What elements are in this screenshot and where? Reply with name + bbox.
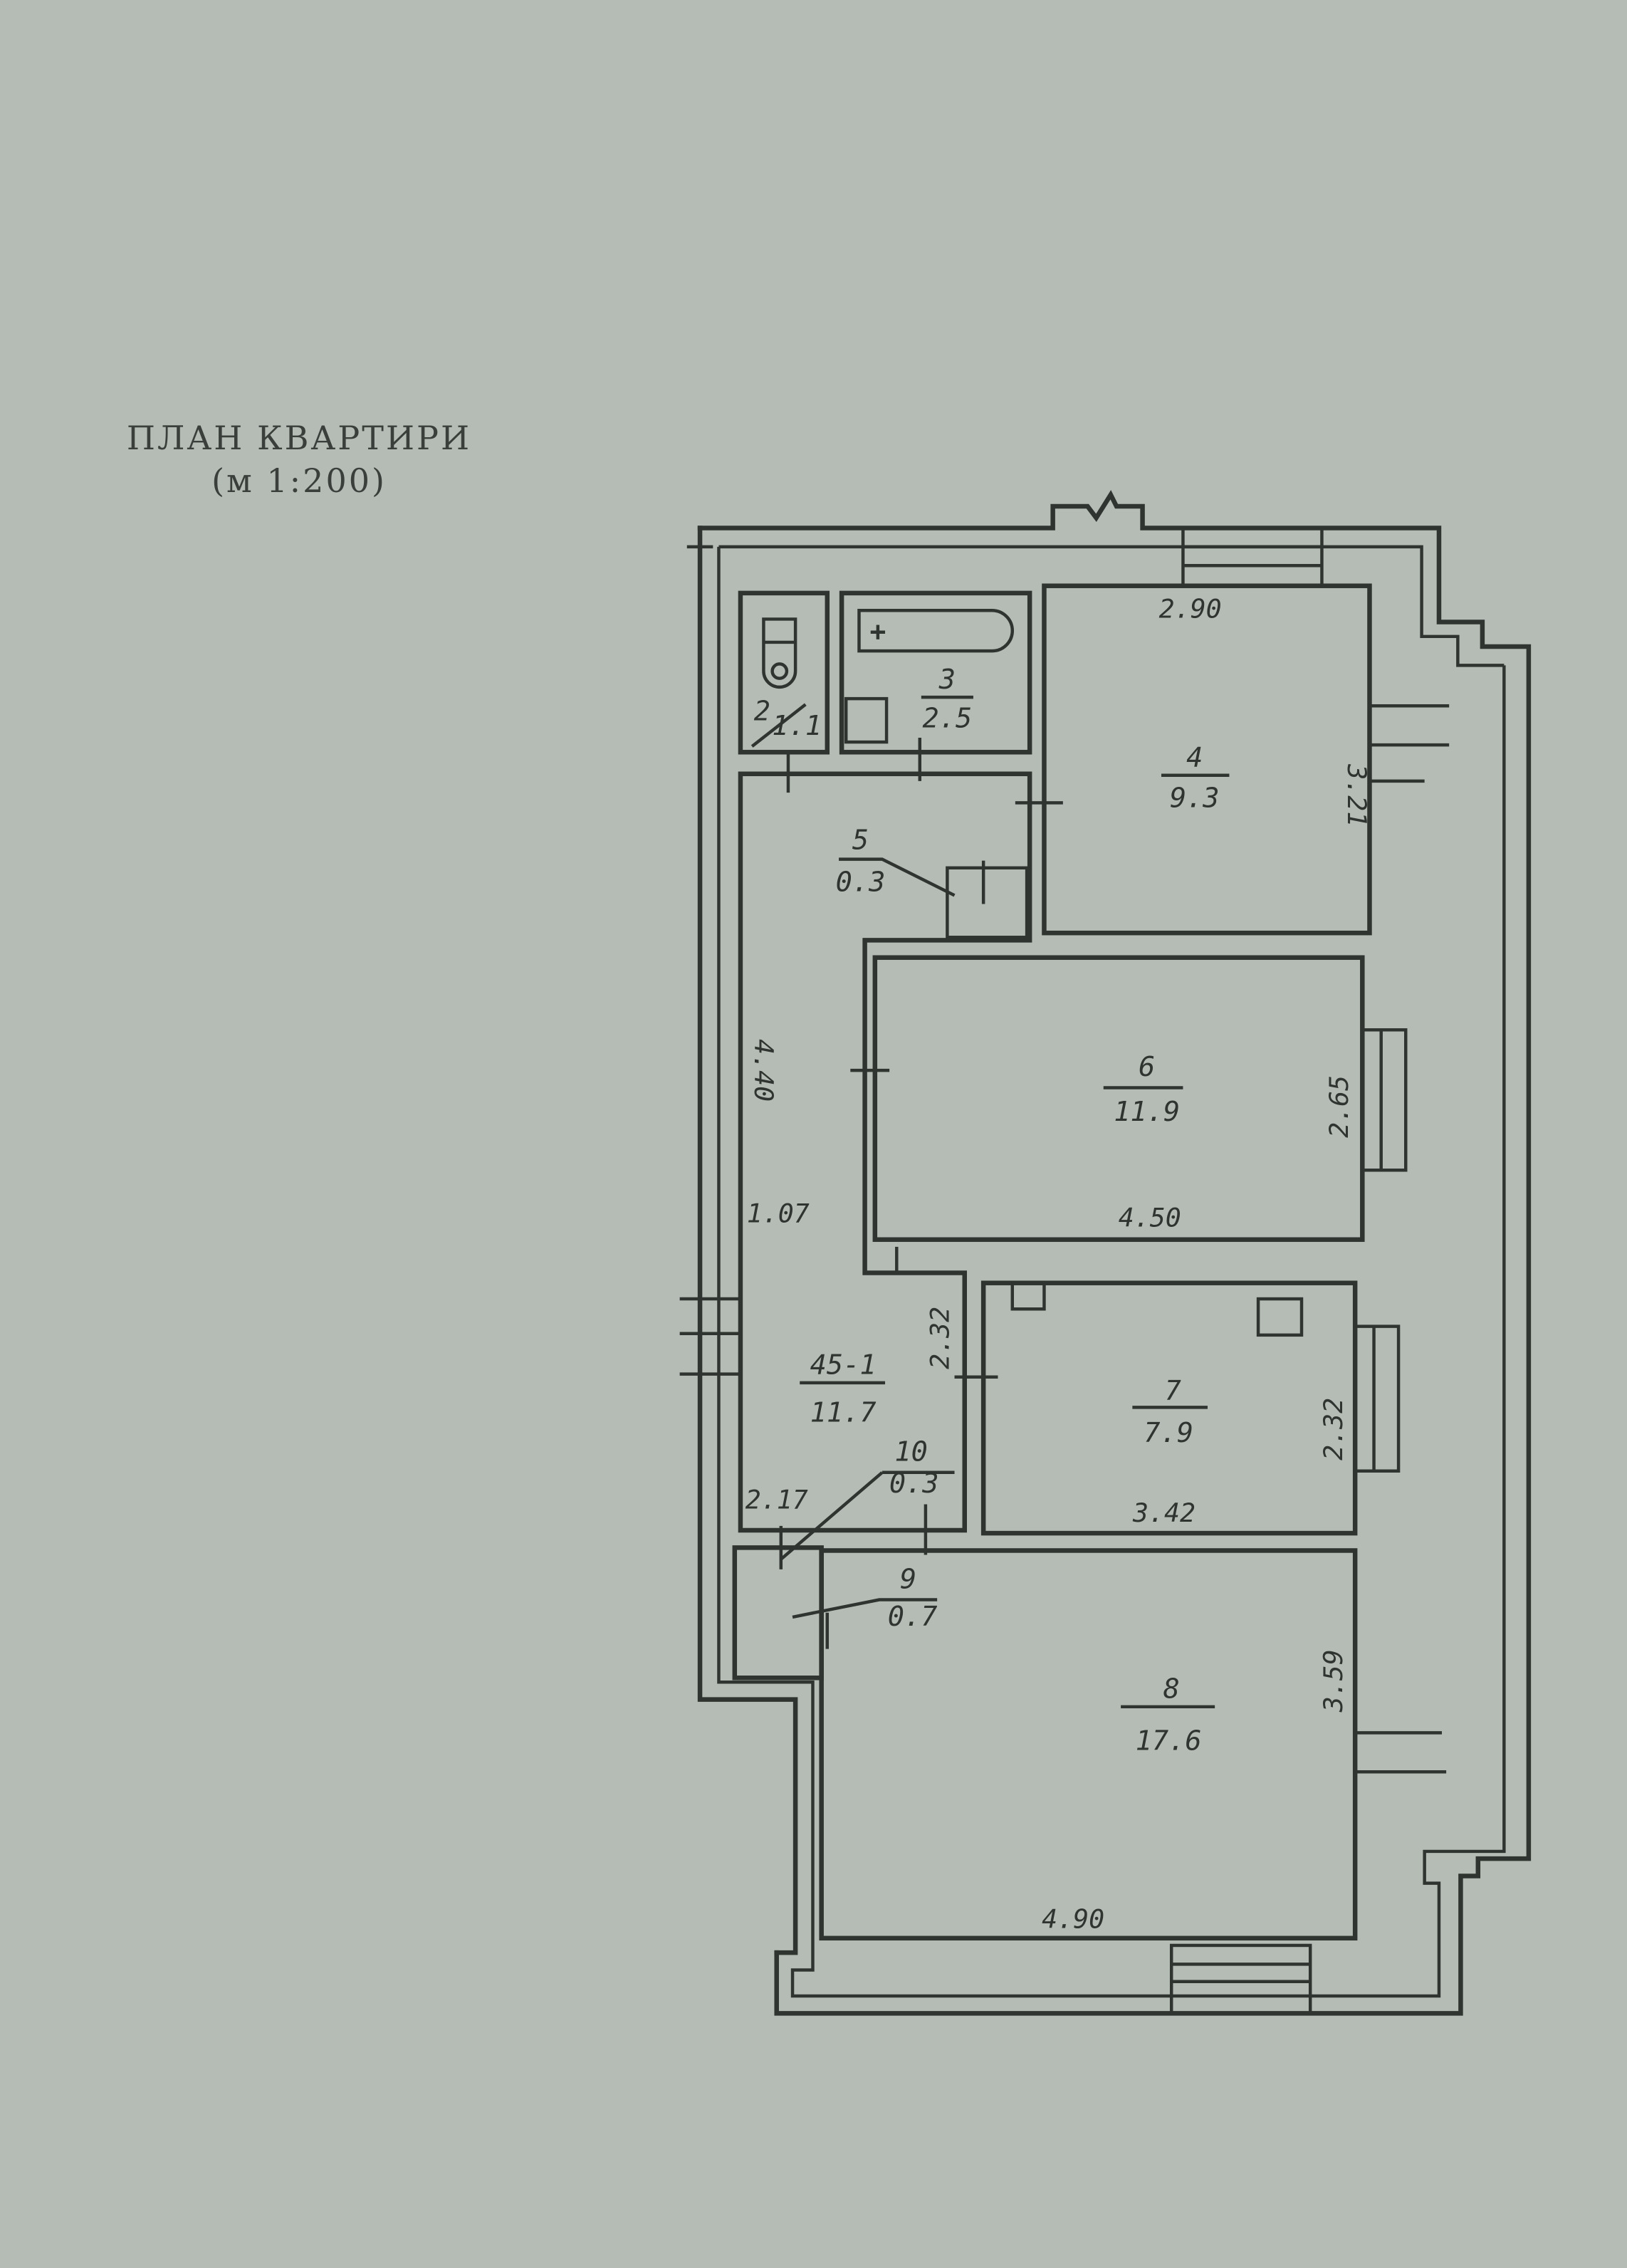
room-label-10: 100.3 <box>889 1436 939 1500</box>
dim-room8-height: 3.59 <box>1318 1649 1349 1713</box>
svg-text:6: 6 <box>1139 1051 1155 1083</box>
bathtub-icon <box>844 609 1014 744</box>
dim-room7-width: 3.42 <box>1132 1498 1196 1528</box>
svg-text:5: 5 <box>852 824 869 856</box>
svg-text:11.7: 11.7 <box>810 1397 877 1429</box>
window-room8 <box>1355 1731 1447 1774</box>
room-label-45-1: 45-1 11.7 <box>800 1349 886 1429</box>
window-room4 <box>1369 704 1450 783</box>
dim-room4-length: 3.21 <box>1341 763 1372 827</box>
dim-hall-length: 4.40 <box>748 1039 779 1102</box>
svg-text:9.3: 9.3 <box>1170 782 1220 814</box>
plan-title: ПЛАН КВАРТИРИ <box>126 419 472 457</box>
room-label-4: 49.3 <box>1161 742 1230 814</box>
room-3-bathroom <box>839 590 1032 755</box>
svg-text:9: 9 <box>900 1563 916 1595</box>
plan-scale: (м 1:200) <box>211 461 387 500</box>
room-7 <box>980 1280 1358 1536</box>
svg-text:7.9: 7.9 <box>1144 1417 1193 1449</box>
room-5-closet <box>946 866 1029 939</box>
dim-room7-height: 2.32 <box>1318 1398 1349 1460</box>
window-room7 <box>1353 1324 1401 1473</box>
svg-text:4: 4 <box>1186 742 1203 774</box>
room-6 <box>872 955 1365 1243</box>
svg-text:45-1: 45-1 <box>810 1349 877 1381</box>
room-label-9: 90.7 <box>888 1563 938 1633</box>
room-label-7: 77.9 <box>1132 1375 1208 1449</box>
svg-text:17.6: 17.6 <box>1136 1725 1202 1757</box>
window-room6 <box>1361 1028 1408 1172</box>
svg-text:0.7: 0.7 <box>888 1601 938 1633</box>
entrance-door <box>679 1297 741 1376</box>
dim-hall-width: 1.07 <box>747 1198 810 1228</box>
svg-text:2.5: 2.5 <box>923 703 973 735</box>
svg-text:0.3: 0.3 <box>889 1468 939 1500</box>
stove-icon <box>1256 1297 1304 1337</box>
room-label-8: 817.6 <box>1121 1673 1215 1757</box>
svg-text:10: 10 <box>894 1436 927 1468</box>
room-8 <box>819 1548 1358 1941</box>
svg-text:0.3: 0.3 <box>836 866 886 898</box>
dim-room6-width: 4.50 <box>1119 1202 1181 1233</box>
svg-text:11.9: 11.9 <box>1114 1096 1180 1128</box>
room-4 <box>1042 583 1372 936</box>
room-label-5: 50.3 <box>836 824 886 898</box>
dim-room6-height: 2.65 <box>1324 1075 1354 1138</box>
sink-icon <box>1010 1281 1046 1311</box>
outer-walls <box>686 490 1532 2016</box>
dim-room8-width: 4.90 <box>1042 1904 1104 1935</box>
room-label-6: 611.9 <box>1103 1051 1183 1128</box>
door-marks <box>779 737 1063 1649</box>
window-bottom <box>1169 1943 1312 2015</box>
room-2-toilet <box>738 590 830 755</box>
window-top <box>1181 526 1324 587</box>
dim-room45-height: 2.32 <box>924 1307 955 1369</box>
svg-text:3: 3 <box>938 664 956 696</box>
room-label-3: 32.5 <box>921 664 973 735</box>
svg-text:8: 8 <box>1163 1673 1180 1705</box>
toilet-icon <box>762 617 797 689</box>
plan-title-block: ПЛАН КВАРТИРИ (м 1:200) <box>114 417 484 502</box>
svg-text:7: 7 <box>1165 1375 1181 1407</box>
leader-lines <box>780 857 956 1619</box>
dim-room45-width: 2.17 <box>746 1485 808 1515</box>
svg-text:2: 2 <box>754 696 770 728</box>
dim-room4-width: 2.90 <box>1159 593 1222 624</box>
